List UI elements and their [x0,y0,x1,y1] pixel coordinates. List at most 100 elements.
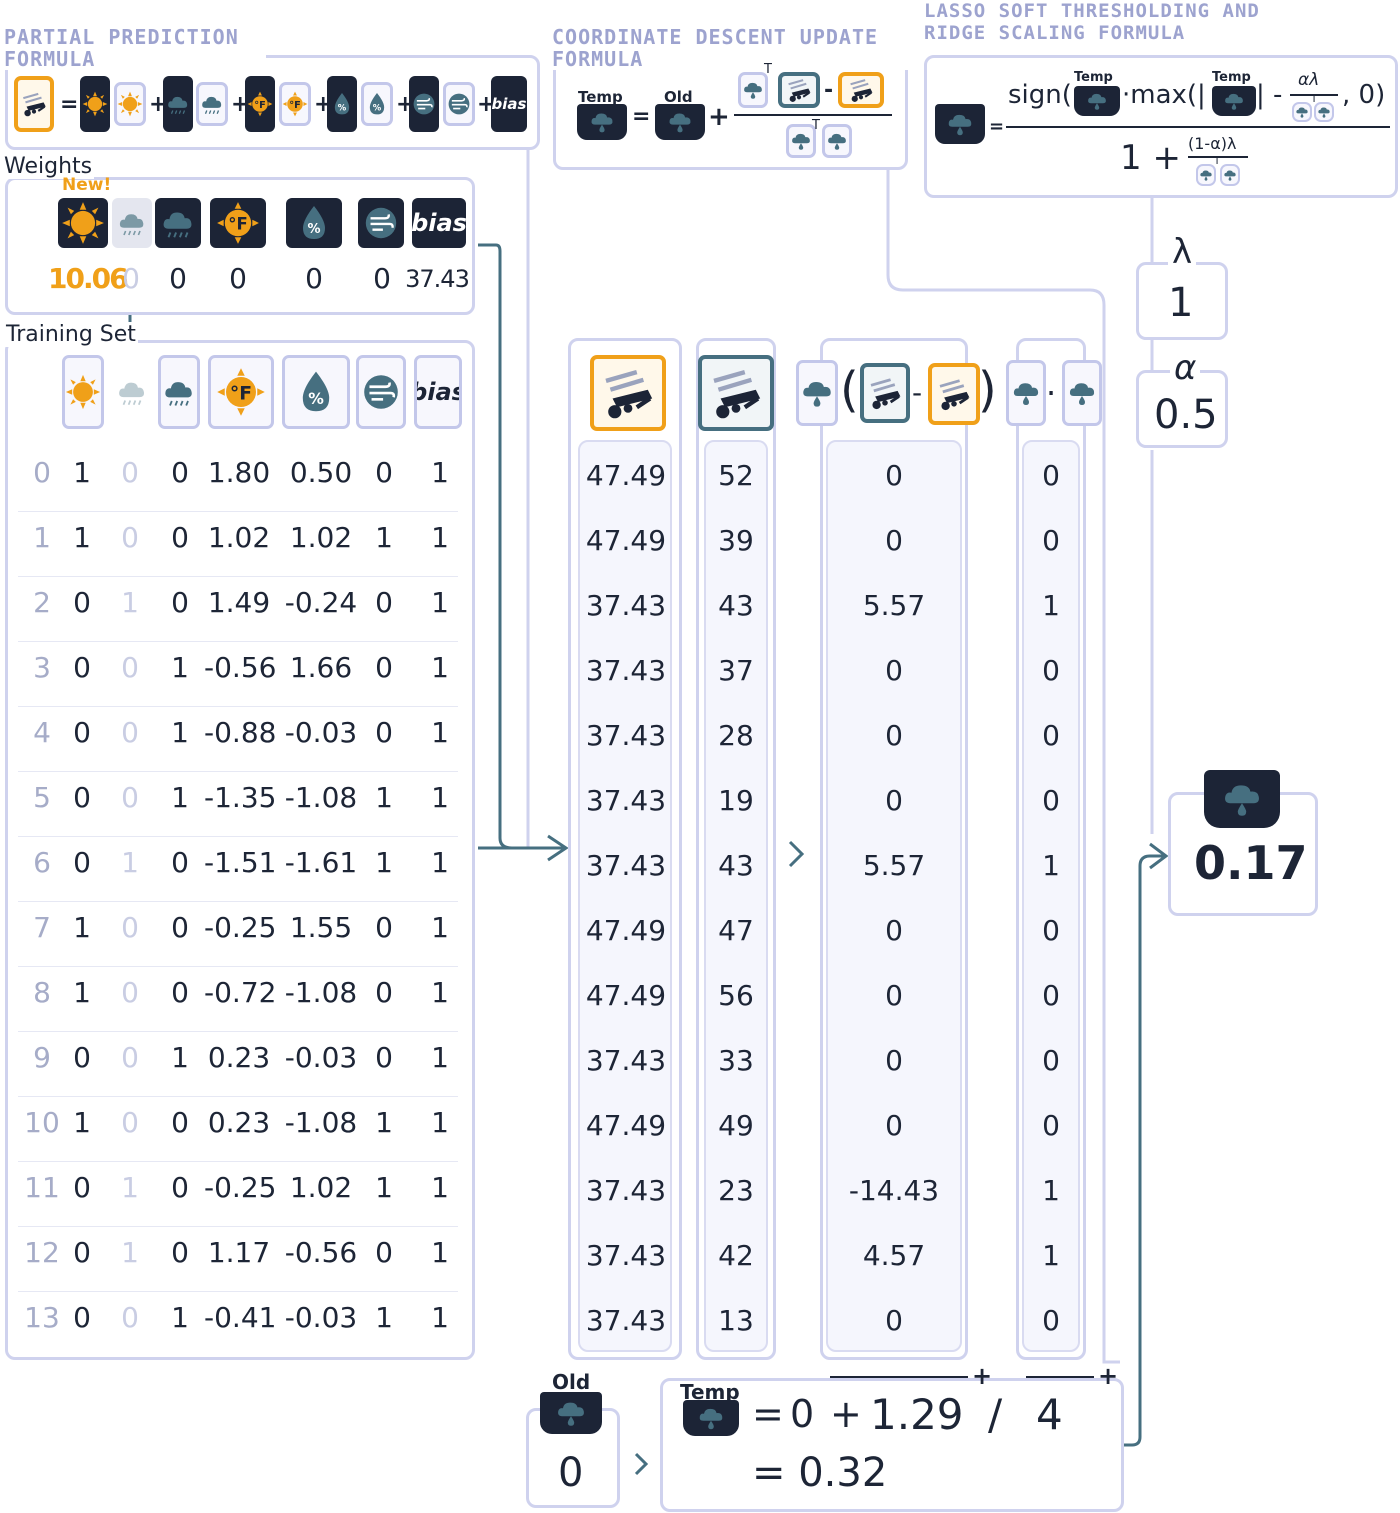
cloud-feature-icon [112,355,152,429]
product-column-inner [826,440,962,1352]
dot-sign: · [1046,374,1057,412]
partial-prediction-column-inner [578,440,672,1352]
bias-word: bias [412,209,466,237]
temp-feature-icon [279,82,311,126]
temp-value: 1.80 [207,456,271,489]
temp-value: 1.02 [207,521,271,554]
humidity-value: -0.03 [284,716,358,749]
weight-value-wind: 0 [373,262,391,295]
product-value: 0 [885,1044,903,1077]
temp-value: -0.88 [204,716,277,749]
cloud-value: 1 [121,846,139,879]
temp-result: = 0.32 [752,1450,888,1496]
row-index: 3 [33,651,51,684]
cloud-value: 0 [121,911,139,944]
rain-value: 1 [171,781,189,814]
row-index: 6 [33,846,51,879]
square-value: 1 [1042,589,1060,622]
partial-prediction-value: 37.43 [585,589,667,622]
row-index: 7 [33,911,51,944]
bias-value: 1 [431,716,449,749]
partial-prediction-value: 47.49 [585,914,667,947]
target-value: 43 [718,849,754,882]
square-value: 0 [1042,1109,1060,1142]
row-divider [18,1161,458,1162]
square-value: 0 [1042,1044,1060,1077]
target-value: 39 [718,524,754,557]
row-divider [18,836,458,837]
humidity-feature-icon [282,355,350,429]
temp-label: Temp [1212,70,1251,85]
plus-sign: + [477,92,496,117]
bias-value: 1 [431,651,449,684]
weight-value-rain: 0 [169,262,187,295]
rain-value: 0 [171,846,189,879]
square-value: 0 [1042,979,1060,1012]
lambda-value: 1 [1168,280,1194,326]
sum-mark: + [972,1362,993,1390]
product-value: 0 [885,1109,903,1142]
minus-sign: - [912,376,923,409]
new-weight-icon [1204,770,1280,828]
target-icon [860,363,910,423]
row-index: 4 [33,716,51,749]
wind-value: 1 [375,1106,393,1139]
max-end: , 0) [1342,80,1386,110]
sum-bar [830,1376,968,1378]
bias-word: bias [491,95,527,113]
target-value: 19 [718,784,754,817]
temp-value: -1.51 [204,846,277,879]
ridge-numerator: (1-α)λ [1188,134,1237,153]
rain-value: 1 [171,1301,189,1334]
humidity-value: 0.50 [289,456,353,489]
row-index: 12 [24,1236,60,1269]
sun-feature-icon [62,355,104,429]
temp-value: 1.17 [207,1236,271,1269]
rain-value: 0 [171,456,189,489]
training-set-label: Training Set [4,322,138,347]
wind-value: 0 [375,716,393,749]
rain-value: 0 [171,586,189,619]
equals-sign: = [752,1392,784,1436]
fraction-bar [1290,94,1338,96]
feature-column-icon [1062,360,1102,426]
cloud-value: 0 [121,976,139,1009]
humidity-value: -1.08 [284,976,358,1009]
target-value: 52 [718,459,754,492]
lasso-formula-title: LASSO SOFT THRESHOLDING AND RIDGE SCALIN… [922,0,1316,44]
wind-value: 0 [375,1041,393,1074]
target-value: 43 [718,589,754,622]
square-value: 0 [1042,719,1060,752]
sun-value: 0 [73,586,91,619]
row-divider [18,1031,458,1032]
temp-weight-icon [577,104,627,140]
temp-weight-icon [1074,86,1120,116]
rain-value: 1 [171,651,189,684]
sum-mark: + [1098,1362,1119,1390]
product-value: 0 [885,524,903,557]
sun-feature-icon [114,82,146,126]
product-value: 0 [885,1304,903,1337]
sun-value: 1 [73,911,91,944]
temp-value: 0.23 [207,1106,271,1139]
cloud-value: 0 [121,1301,139,1334]
cloud-value: 1 [121,1236,139,1269]
temp-label: Temp [1074,70,1113,85]
wind-value: 0 [375,1236,393,1269]
row-index: 10 [24,1106,60,1139]
wind-value: 1 [375,781,393,814]
rain-value: 0 [171,911,189,944]
old-label: Old [549,1370,594,1394]
temp-weight-icon [245,76,275,132]
wind-weight-icon [409,76,439,132]
product-value: 0 [885,914,903,947]
partial-prediction-icon [928,363,980,425]
old-value: 0 [790,1392,815,1436]
humidity-value: 1.55 [289,911,353,944]
sum-bar [1026,1376,1094,1378]
feature-column-icon [796,360,838,426]
bias-value: 1 [431,846,449,879]
feature-column-icon [822,124,852,158]
cloud-value: 1 [121,586,139,619]
row-index: 2 [33,586,51,619]
